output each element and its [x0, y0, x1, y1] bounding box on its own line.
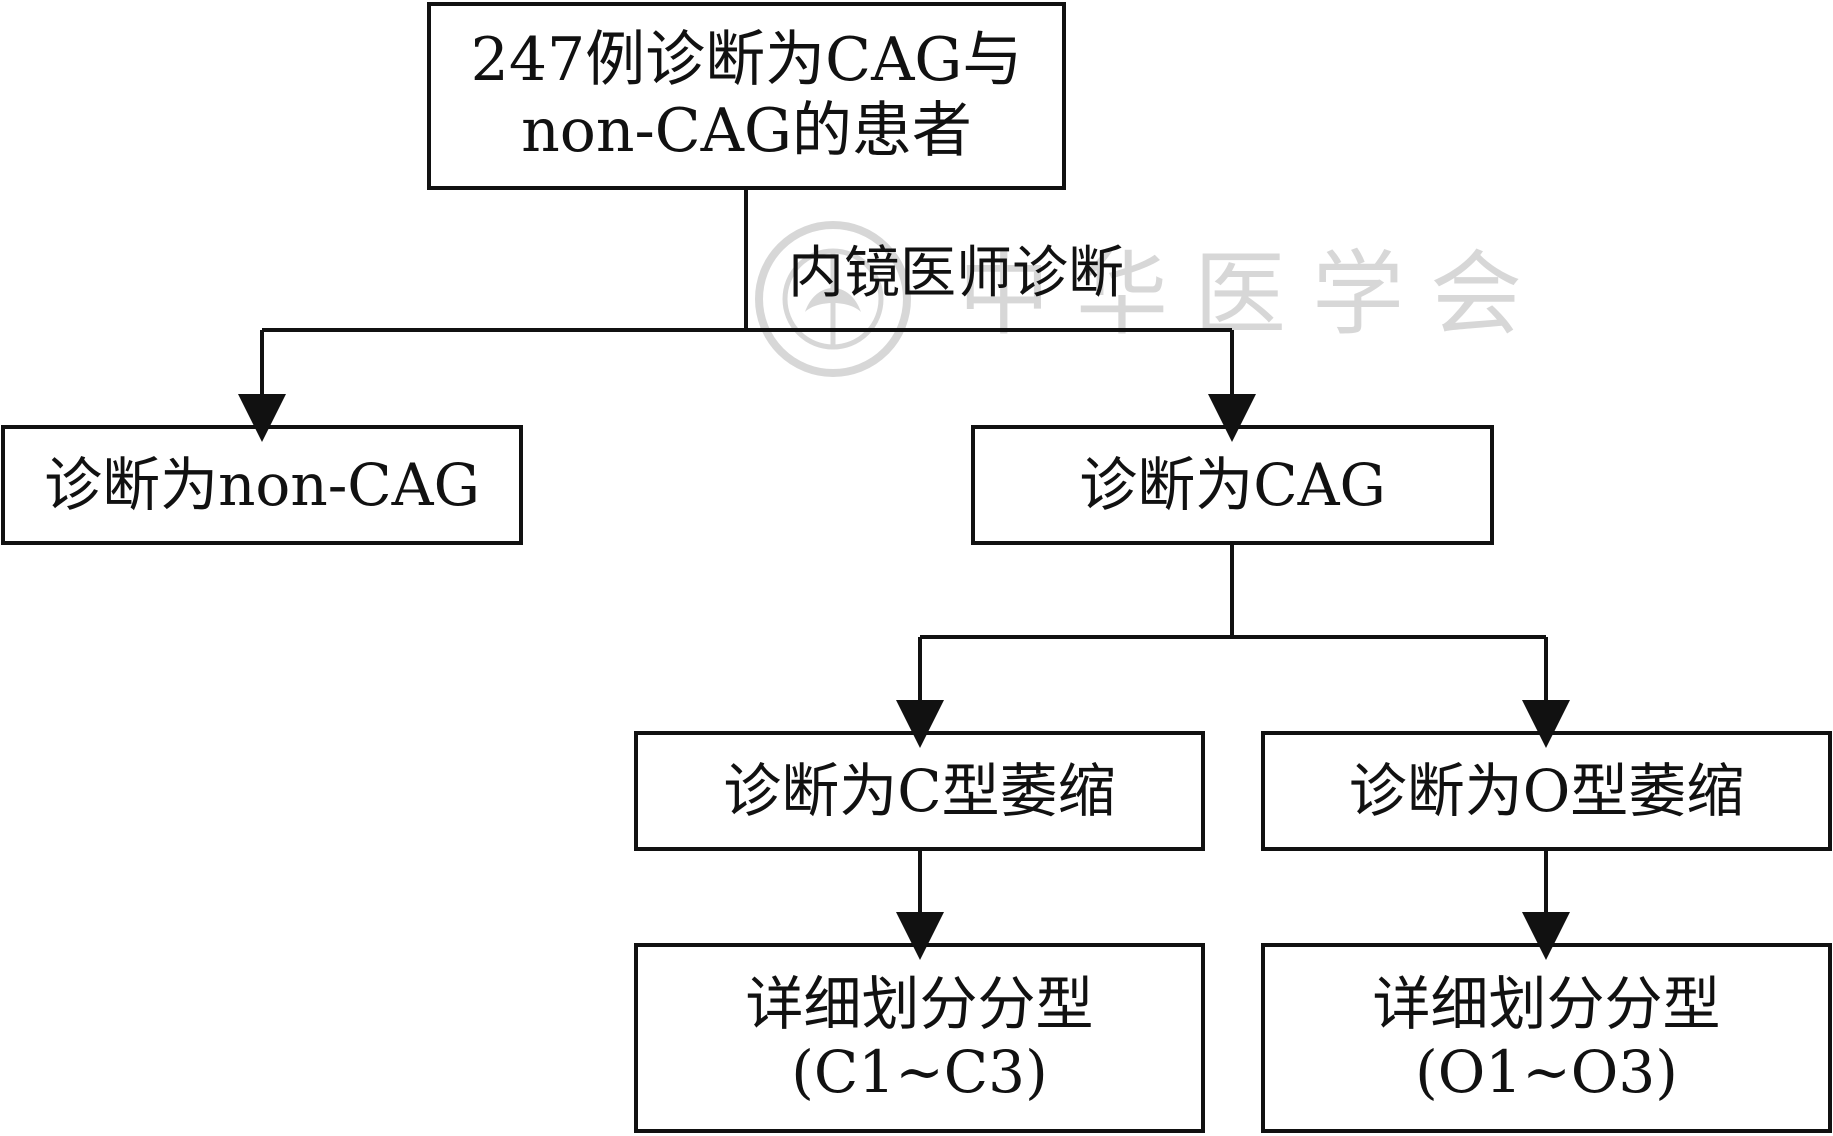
- c-detail-line-1: 详细划分分型: [745, 969, 1094, 1038]
- endoscopist-diagnosis-label: 内镜医师诊断: [788, 241, 1124, 306]
- cag-label: 诊断为CAG: [1079, 450, 1386, 519]
- o-type-label: 诊断为O型萎缩: [1348, 756, 1745, 825]
- o-detail-line-1: 详细划分分型: [1372, 969, 1721, 1038]
- o-detail-line-2: (O1~O3): [1415, 1038, 1678, 1106]
- c-subtype-detail-box: 详细划分分型 (C1~C3): [634, 943, 1205, 1133]
- o-subtype-detail-box: 详细划分分型 (O1~O3): [1261, 943, 1832, 1133]
- noncag-diagnosis-box: 诊断为non-CAG: [1, 425, 523, 545]
- o-type-atrophy-box: 诊断为O型萎缩: [1261, 731, 1832, 851]
- society-seal-icon: [755, 221, 911, 377]
- noncag-label: 诊断为non-CAG: [44, 450, 480, 519]
- cag-diagnosis-box: 诊断为CAG: [971, 425, 1494, 545]
- root-line-1: 247例诊断为CAG与: [470, 25, 1023, 96]
- c-type-label: 诊断为C型萎缩: [723, 756, 1116, 825]
- root-line-2: non-CAG的患者: [521, 96, 972, 166]
- root-patient-box: 247例诊断为CAG与 non-CAG的患者: [427, 2, 1066, 190]
- c-detail-line-2: (C1~C3): [791, 1038, 1048, 1106]
